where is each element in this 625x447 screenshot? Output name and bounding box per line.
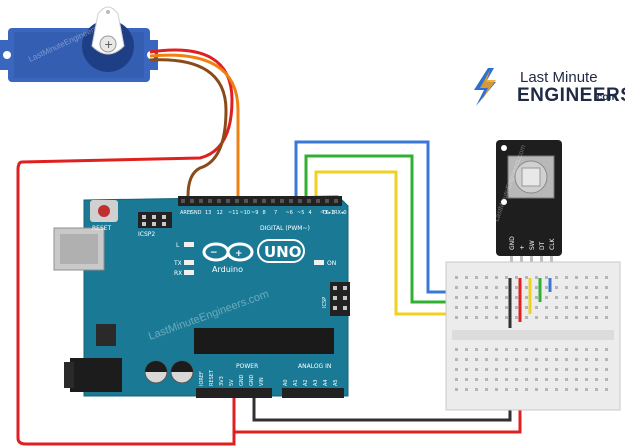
servo-motor-icon: + LastMinuteEngineers.com <box>0 6 158 82</box>
analog-pin-label: A0 <box>283 379 289 386</box>
power-pin-label: VIN <box>259 377 265 386</box>
digital-pin-label: 2 <box>332 210 335 216</box>
brand-line1: Last Minute <box>520 69 598 86</box>
digital-header <box>178 196 342 206</box>
encoder-pin-label: + <box>519 245 526 250</box>
label-gnd-top: GND <box>190 210 202 216</box>
breadboard-wire-ends <box>508 278 552 328</box>
power-pin-label: IOREF <box>199 371 205 386</box>
label-rx: RX <box>174 270 182 277</box>
power-pin-label: GND <box>249 374 255 386</box>
wire-servo-red <box>16 48 236 446</box>
analog-pin-label: A4 <box>323 379 329 386</box>
brand-logo: Last Minute ENGINEERS .com <box>474 68 625 106</box>
label-on: ON <box>327 260 336 267</box>
power-pin-label: 3V3 <box>219 376 225 386</box>
brand-suffix: .com <box>594 92 617 103</box>
breadboard <box>445 261 621 411</box>
label-reset: RESET <box>92 225 112 232</box>
label-icsp: ICSP <box>322 297 328 308</box>
label-rx-pin: RX◂0 <box>334 210 347 216</box>
analog-pin-label: A5 <box>333 379 339 386</box>
label-aref: AREF <box>180 210 193 216</box>
analog-pin-label: A2 <box>303 379 309 386</box>
label-tx: TX <box>173 260 182 267</box>
arduino-logo-text: Arduino <box>212 265 243 274</box>
power-pin-label: GND <box>239 374 245 386</box>
analog-pin-label: A1 <box>293 379 299 386</box>
analog-pin-label: A3 <box>313 379 319 386</box>
digital-pin-label: 13 <box>205 210 211 216</box>
label-icsp2: ICSP2 <box>138 231 155 238</box>
digital-pin-label: 7 <box>274 210 277 216</box>
digital-pin-label: ~5 <box>297 210 304 216</box>
digital-pin-label: 12 <box>217 210 223 216</box>
encoder-pin-label: SW <box>529 240 536 250</box>
label-digital: DIGITAL (PWM~) <box>260 225 310 232</box>
digital-pin-label: ~6 <box>286 210 293 216</box>
lightning-bolt-icon <box>474 68 496 106</box>
label-power: POWER <box>236 363 258 370</box>
digital-pin-label: ~3 <box>320 210 327 216</box>
encoder-pin-label: GND <box>509 236 516 250</box>
digital-pin-label: ~10 <box>240 210 251 216</box>
digital-pin-label: 8 <box>263 210 266 216</box>
wire-yellow <box>314 170 530 316</box>
label-analog: ANALOG IN <box>298 363 331 370</box>
label-tx-pin: TX▸1 <box>321 210 334 216</box>
digital-pin-label: ~9 <box>251 210 258 216</box>
encoder-pin-label: DT <box>539 241 546 250</box>
digital-pin-label: 4 <box>309 210 312 216</box>
analog-header <box>282 388 344 398</box>
encoder-pin-label: CLK <box>549 237 556 250</box>
label-led-l: L <box>176 242 180 249</box>
brand-line2: ENGINEERS <box>517 85 625 106</box>
wire-servo-orange <box>149 53 240 196</box>
arduino-logo-icon: − + <box>202 242 254 262</box>
svg-text:+: + <box>104 38 113 51</box>
digital-pin-label: ~11 <box>228 210 239 216</box>
power-pin-label: 5V <box>229 379 235 386</box>
power-header <box>196 388 272 398</box>
power-pin-label: RESET <box>209 369 215 386</box>
svg-text:+: + <box>235 249 243 259</box>
svg-text:−: − <box>210 248 218 258</box>
arduino-model: UNO <box>264 243 302 261</box>
wire-servo-brown <box>149 58 228 197</box>
